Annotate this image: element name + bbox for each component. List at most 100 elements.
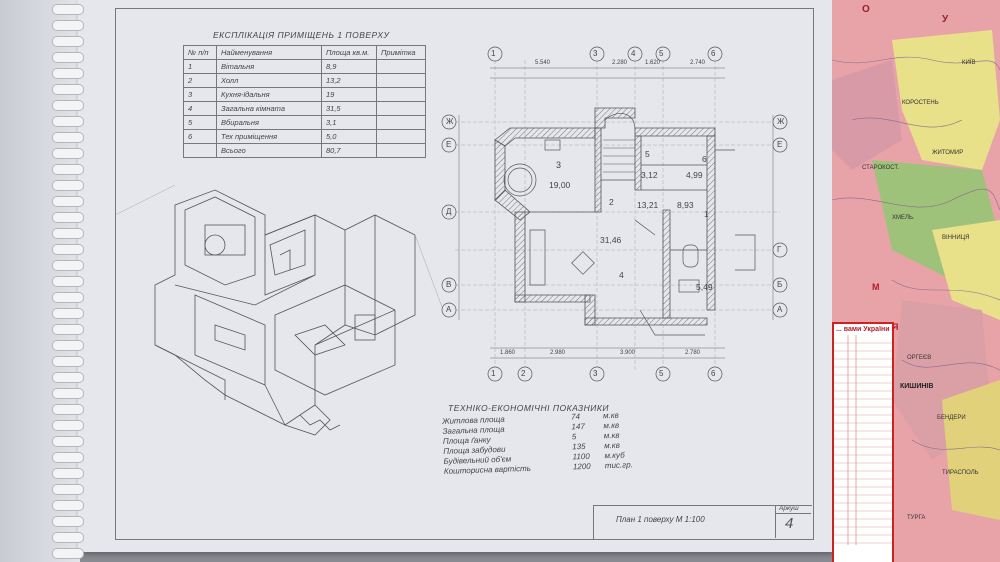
map-city-3: КИЇВ xyxy=(962,60,976,66)
cell-name: Кухня-їдальня xyxy=(216,87,322,102)
axis-label-bottom-2: 2 xyxy=(521,369,526,378)
cell-name: Тех приміщення xyxy=(216,129,322,144)
room-number: 3 xyxy=(556,160,562,170)
table-row: 6 Тех приміщення 5,0 xyxy=(183,129,426,144)
map-city-11: ТУРГА xyxy=(907,515,926,521)
table-row: 2 Холл 13,2 xyxy=(183,73,426,88)
svg-text:У: У xyxy=(942,14,949,25)
binding-ring xyxy=(52,436,84,447)
binding-ring xyxy=(52,532,84,543)
dim-bottom-3: 3.900 xyxy=(620,350,636,356)
map-city-1: КОРОСТЕНЬ xyxy=(902,100,939,106)
sheet-divider xyxy=(775,513,811,514)
tech-value: 1200 xyxy=(572,461,591,471)
room-area: 8,93 xyxy=(677,200,694,210)
axis-label-left-zh: Ж xyxy=(446,117,454,126)
explication-table: № п/п Найменування Площа кв.м. Примітка … xyxy=(183,45,426,158)
axis-label-top-6: 6 xyxy=(711,49,716,58)
map-city-2: ЖИТОМИР xyxy=(932,150,964,156)
cell-area: 31,5 xyxy=(321,101,377,116)
axis-label-bottom-5: 5 xyxy=(659,369,664,378)
binding-ring xyxy=(52,196,84,207)
dim-bottom-2: 2.980 xyxy=(550,350,566,356)
cell-note xyxy=(376,73,426,88)
cell-name: Вітальня xyxy=(216,59,322,74)
binding-ring xyxy=(52,228,84,239)
map-city-7: КИШИНІВ xyxy=(900,383,934,390)
map-graphic: У О Я М xyxy=(832,0,1000,562)
binding-ring xyxy=(52,420,84,431)
axis-label-right-b: Б xyxy=(777,280,783,289)
sheet-cell xyxy=(775,505,812,538)
binding-ring xyxy=(52,212,84,223)
binding-ring xyxy=(52,244,84,255)
cell-note xyxy=(376,101,426,116)
room-area: 19,00 xyxy=(549,180,571,190)
dim-top-1: 5.540 xyxy=(535,60,551,66)
binding-ring xyxy=(52,164,84,175)
axis-label-bottom-6: 6 xyxy=(711,369,716,378)
axis-label-right-a: А xyxy=(777,305,783,314)
cell-area: 8,9 xyxy=(321,59,377,74)
binding-ring xyxy=(52,148,84,159)
binding-ring xyxy=(52,452,84,463)
binding-ring xyxy=(52,388,84,399)
room-number: 4 xyxy=(619,270,624,280)
dim-top-3: 1.620 xyxy=(645,60,661,66)
sheet-label: Аркуш xyxy=(779,505,799,512)
table-row: 5 Вбиральня 3,1 xyxy=(183,115,426,130)
col-name-header: Найменування xyxy=(216,45,322,60)
cell-name: Холл xyxy=(216,73,322,88)
table-row: 4 Загальна кімната 31,5 xyxy=(183,101,426,116)
svg-text:О: О xyxy=(862,4,870,15)
cell-num xyxy=(183,143,217,158)
binding-ring xyxy=(52,132,84,143)
title-block xyxy=(593,505,812,539)
table-total-row: Всього 80,7 xyxy=(183,143,426,158)
binding-ring xyxy=(52,468,84,479)
binding-ring xyxy=(52,500,84,511)
cell-area: 3,1 xyxy=(321,115,377,130)
cell-num: 4 xyxy=(183,101,217,116)
binding-ring xyxy=(52,84,84,95)
binding-ring xyxy=(52,324,84,335)
axis-label-left-a: А xyxy=(446,305,452,314)
axis-label-left-v: В xyxy=(446,280,452,289)
col-area-header: Площа кв.м. xyxy=(321,45,377,60)
axis-label-top-5: 5 xyxy=(659,49,664,58)
binding-rings xyxy=(52,0,88,562)
axis-label-right-zh: Ж xyxy=(777,117,785,126)
explication-header-row: № п/п Найменування Площа кв.м. Примітка xyxy=(183,45,426,60)
binding-ring xyxy=(52,68,84,79)
axis-label-right-g: Г xyxy=(777,245,782,254)
binding-ring xyxy=(52,52,84,63)
tech-unit: тис.гр. xyxy=(604,459,633,470)
room-area: 13,21 xyxy=(637,200,659,210)
binding-ring xyxy=(52,276,84,287)
dim-bottom-1: 1.860 xyxy=(500,350,516,356)
cell-name: Всього xyxy=(216,143,322,158)
cell-area: 80,7 xyxy=(321,143,377,158)
map-city-8: ТИРАСПОЛЬ xyxy=(942,470,979,476)
binding-ring xyxy=(52,116,84,127)
binding-ring xyxy=(52,548,84,559)
room-number: 1 xyxy=(704,209,709,219)
axonometric-view xyxy=(115,184,445,436)
binding-ring xyxy=(52,36,84,47)
map-city-4: СТАРОКОСТ. xyxy=(862,165,900,171)
col-note-header: Примітка xyxy=(376,45,426,60)
cell-name: Загальна кімната xyxy=(216,101,322,116)
binding-ring xyxy=(52,372,84,383)
cell-num: 2 xyxy=(183,73,217,88)
cell-note xyxy=(376,87,426,102)
dim-top-2: 2.280 xyxy=(612,60,628,66)
binding-ring xyxy=(52,20,84,31)
map-legend-title: ... вами України xyxy=(836,326,890,333)
axis-label-top-4: 4 xyxy=(631,49,636,58)
map-city-5: ВІННИЦЯ xyxy=(942,235,970,241)
room-area: 31,46 xyxy=(600,235,622,245)
map-legend-panel: ... вами України xyxy=(832,322,894,562)
background-map: У О Я М КОРОСТЕНЬ ЖИТОМИР КИЇВ СТАРОКОСТ… xyxy=(832,0,1000,562)
axis-label-top-1: 1 xyxy=(491,49,496,58)
room-number: 6 xyxy=(702,154,707,164)
